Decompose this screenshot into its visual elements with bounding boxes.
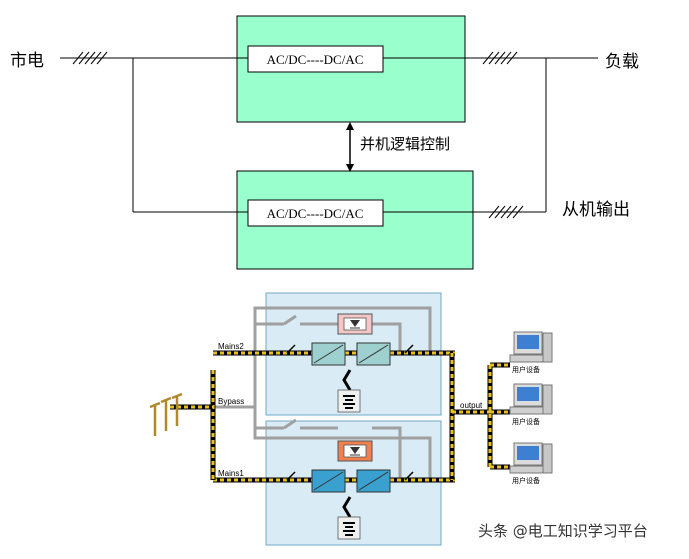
static-switch-icon-top [337, 313, 373, 335]
static-switch-icon-bottom [337, 440, 373, 462]
mains-label: 市电 [10, 51, 44, 71]
slave-output-label: 从机输出 [562, 200, 630, 220]
top-diagram: AC/DC----DC/AC AC/DC----DC/AC [10, 15, 639, 270]
master-converter-box [247, 45, 384, 73]
battery-icon-bottom [337, 516, 361, 540]
parallel-control-arrow-icon [346, 122, 354, 172]
slave-hatch-icon [488, 205, 524, 219]
mains2-label: Mains2 [218, 342, 244, 351]
bypass-label: Bypass [218, 397, 244, 406]
load-label: 负载 [605, 52, 639, 72]
rectifier-icon-bottom [311, 469, 346, 493]
inverter-icon-top [356, 342, 391, 366]
slave-converter-label: AC/DC----DC/AC [267, 206, 364, 221]
mains-hatch-icon [72, 51, 108, 65]
main-switches [286, 344, 414, 481]
computer-icon-2 [509, 383, 553, 415]
main-bus [170, 350, 510, 518]
device-label-3: 用户设备 [512, 476, 540, 485]
computer-icon-3 [509, 442, 553, 474]
mains1-label: Mains1 [218, 469, 244, 478]
device-label-2: 用户设备 [512, 417, 540, 426]
computer-icon-1 [509, 331, 553, 363]
load-hatch-icon [482, 51, 518, 65]
parallel-control-label: 并机逻辑控制 [360, 135, 450, 153]
battery-icon-top [337, 389, 361, 413]
master-converter-label: AC/DC----DC/AC [267, 52, 364, 67]
bypass-wiring [213, 306, 432, 480]
watermark: 头条 @电工知识学习平台 [478, 522, 648, 540]
power-pylon-icon [149, 392, 183, 436]
output-label: output [460, 401, 483, 410]
device-label-1: 用户设备 [512, 365, 540, 374]
bottom-diagram: Mains2 Bypass Mains1 output 用户设备 用户设备 用户… [149, 292, 553, 546]
slave-converter-box [247, 199, 384, 227]
inverter-icon-bottom [356, 469, 391, 493]
rectifier-icon-top [311, 342, 346, 366]
